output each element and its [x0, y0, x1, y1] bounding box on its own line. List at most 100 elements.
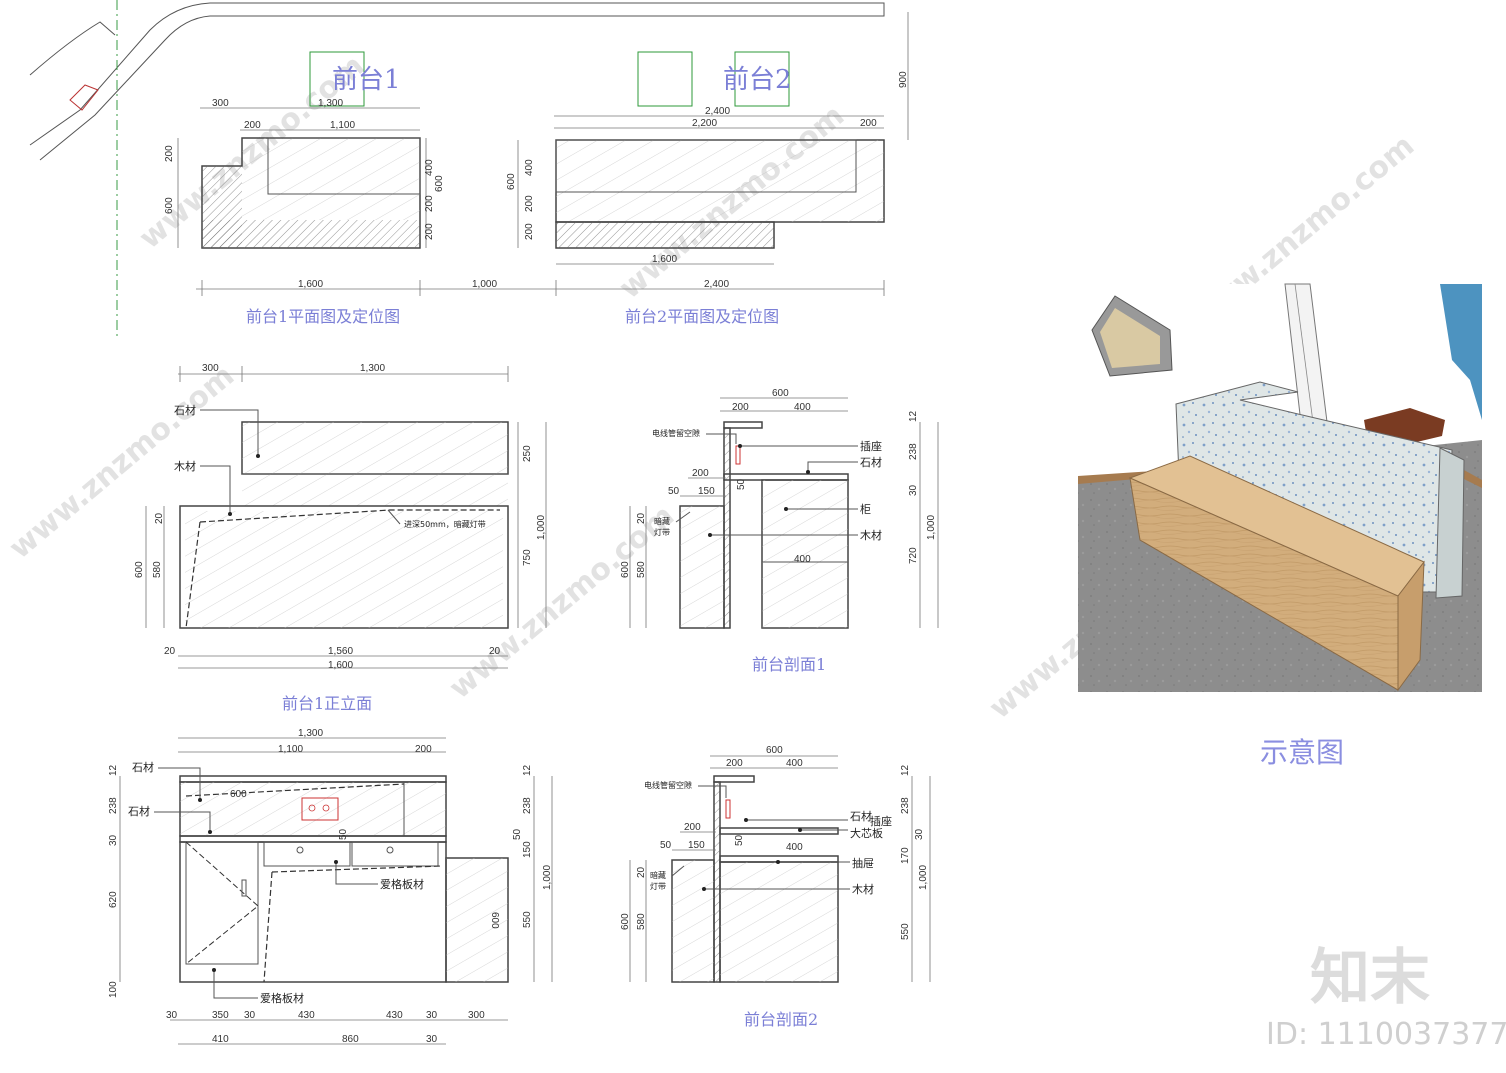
- elev-2-dim: 100: [108, 981, 119, 998]
- elev-2-dim: 238: [108, 797, 119, 814]
- plan-1-dim: 1,300: [318, 98, 343, 109]
- elevation-1: 300 1,300 石材 木材 进深50mm，暗藏灯带 20 600 580 2…: [134, 363, 547, 713]
- elev-2-dim: 30: [244, 1010, 256, 1021]
- elev-2-dim: 1,000: [542, 865, 553, 890]
- sect-2-label: 灯带: [650, 881, 666, 891]
- elev-1-dim: 300: [202, 363, 219, 374]
- elev-2-label: 石材: [128, 804, 150, 818]
- elev-2-label: 爱格板材: [260, 991, 304, 1005]
- elev-2-dim: 600: [230, 789, 247, 800]
- elev-1-label-wood: 木材: [174, 459, 196, 473]
- sect-2-dim: 12: [900, 764, 911, 776]
- elev-2-dim: 350: [212, 1010, 229, 1021]
- sect-2-dim: 600: [766, 745, 783, 756]
- plan-2-dim: 1,600: [652, 254, 677, 265]
- sect-1-dim: 50: [736, 478, 747, 490]
- plan-1-dim: 600: [164, 197, 175, 214]
- sect-2-dim: 238: [900, 797, 911, 814]
- elev-2-dim: 50: [512, 828, 523, 840]
- sect-2-dim: 200: [684, 822, 701, 833]
- sect-1-label: 灯带: [654, 527, 670, 537]
- plan-2-dim: 2,400: [705, 106, 730, 117]
- plan-2-dim: 200: [524, 223, 535, 240]
- elev-2-dim: 860: [342, 1034, 359, 1045]
- sect-2-dim: 50: [734, 834, 745, 846]
- elev-1-caption: 前台1正立面: [282, 694, 372, 713]
- sect-2-label: 电线管留空隙: [644, 780, 692, 790]
- elev-1-dim: 250: [522, 445, 533, 462]
- sect-1-label: 木材: [860, 528, 882, 542]
- plan-1-dim: 300: [212, 98, 229, 109]
- plan-1-title: 前台1: [332, 65, 401, 95]
- overall-dim: 1,600: [298, 279, 323, 290]
- elev-2-dim: 30: [426, 1034, 438, 1045]
- sect-2-dim: 200: [726, 758, 743, 769]
- elev-2-dim: 550: [522, 911, 533, 928]
- sect-2-label: 大芯板: [850, 826, 883, 840]
- sect-1-dim: 200: [732, 402, 749, 413]
- plan-2-dim: 200: [524, 195, 535, 212]
- sect-1-dim: 12: [908, 410, 919, 422]
- sect-2-label: 木材: [852, 882, 874, 896]
- plan-overall-dims: 1,600 1,000 2,400 900: [196, 12, 909, 296]
- plan-1-dim: 200: [164, 145, 175, 162]
- elev-1-note: 进深50mm，暗藏灯带: [404, 519, 486, 529]
- plan-2-title: 前台2: [723, 65, 792, 95]
- sect-2-label: 抽屉: [852, 856, 874, 870]
- elev-2-dim: 410: [212, 1034, 229, 1045]
- sect-2-dim: 400: [786, 842, 803, 853]
- plan-2-caption: 前台2平面图及定位图: [625, 307, 779, 326]
- sect-2-dim: 20: [636, 866, 647, 878]
- elev-1-dim: 1,560: [328, 646, 353, 657]
- elev-1-dim: 20: [154, 512, 165, 524]
- elev-2-dim: 30: [166, 1010, 178, 1021]
- elev-1-dim: 20: [489, 646, 501, 657]
- render-preview: 示意图: [1078, 283, 1482, 769]
- plan-2-dim: 400: [524, 159, 535, 176]
- sect-1-label: 电线管留空隙: [652, 428, 700, 438]
- plan-2-dim: 600: [506, 173, 517, 190]
- sect-1-label: 柜: [860, 503, 871, 516]
- elev-2-dim: 150: [522, 841, 533, 858]
- elev-2-dim: 12: [108, 764, 119, 776]
- sect-1-dim: 600: [620, 561, 631, 578]
- elev-2-dim: 300: [468, 1010, 485, 1021]
- section-1: 600 200 400 200 50 150 50 400 电线管留空隙 插座 …: [620, 388, 939, 674]
- sect-1-dim: 1,000: [926, 515, 937, 540]
- elev-2-dim: 600: [489, 912, 500, 929]
- overall-dim: 1,000: [472, 279, 497, 290]
- sect-1-label: 石材: [860, 455, 882, 469]
- elev-2-dim: 12: [522, 764, 533, 776]
- elev-2-dim: 50: [338, 828, 349, 840]
- sect-2-dim: 600: [620, 913, 631, 930]
- plan-2: 前台2 2,400 2,200 200 600 400 200 200 1,60…: [506, 51, 885, 326]
- plan-1-dim: 400: [424, 159, 435, 176]
- sect-1-dim: 150: [698, 486, 715, 497]
- image-id: ID: 1110037377: [1266, 1017, 1506, 1052]
- sect-2-label: 石材: [850, 809, 872, 823]
- plan-2-dim: 200: [860, 118, 877, 129]
- sect-1-dim: 200: [692, 468, 709, 479]
- elev-2-dim: 1,300: [298, 728, 323, 739]
- elev-2-dim: 200: [415, 744, 432, 755]
- render-caption: 示意图: [1260, 736, 1344, 769]
- brand-watermark: 知末 ID: 1110037377: [1266, 943, 1506, 1052]
- sect-1-dim: 720: [908, 547, 919, 564]
- brand-logo-text: 知末: [1310, 943, 1430, 1013]
- elev-2-dim: 620: [108, 891, 119, 908]
- plan-1-dim: 200: [424, 223, 435, 240]
- sect-2-dim: 150: [688, 840, 705, 851]
- sect-2-dim: 30: [914, 828, 925, 840]
- sect-2-dim: 170: [900, 847, 911, 864]
- elev-2-dim: 430: [298, 1010, 315, 1021]
- sect-2-label: 暗藏: [650, 870, 666, 880]
- elev-1-dim: 20: [164, 646, 176, 657]
- elev-1-label-stone: 石材: [174, 403, 196, 417]
- sect-1-label: 插座: [860, 439, 882, 453]
- sect-1-caption: 前台剖面1: [752, 655, 826, 674]
- plan-2-dim: 2,200: [692, 118, 717, 129]
- elev-2-label: 爱格板材: [380, 877, 424, 891]
- elev-2-dim: 30: [426, 1010, 438, 1021]
- elevation-2: 1,300 1,100 200 600 600 50 石材 石材 爱格板材 爱格…: [108, 728, 553, 1045]
